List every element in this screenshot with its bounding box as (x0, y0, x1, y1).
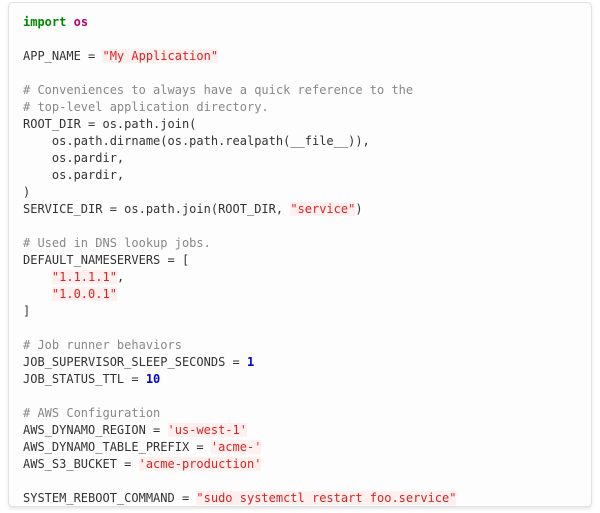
token-comment: # Job runner behaviors (23, 338, 182, 352)
code-line: # top-level application directory. (23, 99, 577, 116)
code-line: AWS_DYNAMO_REGION = 'us-west-1' (23, 422, 577, 439)
code-line: DEFAULT_NAMESERVERS = [ (23, 252, 577, 269)
token-plain: SERVICE_DIR = os.path.join(ROOT_DIR, (23, 202, 291, 216)
token-plain: ROOT_DIR = os.path.join( (23, 117, 197, 131)
token-plain: , (116, 270, 125, 284)
token-plain: os.pardir, (23, 168, 125, 182)
token-string: 'acme-' (210, 440, 262, 454)
token-plain: ) (355, 202, 363, 216)
code-line: ROOT_DIR = os.path.join( (23, 116, 577, 133)
token-plain (23, 287, 52, 301)
code-line: os.pardir, (23, 167, 577, 184)
code-line: JOB_STATUS_TTL = 10 (23, 371, 577, 388)
token-comment: # Used in DNS lookup jobs. (23, 236, 211, 250)
token-plain: os.path.dirname(os.path.realpath(__file_… (23, 134, 370, 148)
token-plain: ) (23, 185, 31, 199)
code-line (23, 320, 577, 337)
code-line: JOB_SUPERVISOR_SLEEP_SECONDS = 1 (23, 354, 577, 371)
code-line: "1.1.1.1", (23, 269, 577, 286)
code-line (23, 65, 577, 82)
token-namespace: os (73, 15, 89, 29)
token-string: "1.1.1.1" (51, 270, 117, 284)
code-line (23, 218, 577, 235)
token-string: "service" (290, 202, 356, 216)
code-line: AWS_S3_BUCKET = 'acme-production' (23, 456, 577, 473)
code-line: AWS_DYNAMO_TABLE_PREFIX = 'acme-' (23, 439, 577, 456)
token-plain: SYSTEM_REBOOT_COMMAND = (23, 491, 197, 505)
token-plain (23, 270, 52, 284)
code-line (23, 31, 577, 48)
token-string: 'acme-production' (138, 457, 262, 471)
token-number: 1 (246, 355, 255, 369)
code-line: # Conveniences to always have a quick re… (23, 82, 577, 99)
token-keyword: import (23, 15, 67, 29)
code-line: # Job runner behaviors (23, 337, 577, 354)
token-string: "sudo systemctl restart foo.service" (196, 491, 457, 505)
token-string: 'us-west-1' (167, 423, 247, 437)
code-line: ] (23, 303, 577, 320)
code-line: import os (23, 14, 577, 31)
token-comment: # top-level application directory. (23, 100, 269, 114)
token-string: "1.0.0.1" (51, 287, 117, 301)
code-line (23, 473, 577, 490)
token-comment: # AWS Configuration (23, 406, 161, 420)
token-plain: APP_NAME = (23, 49, 103, 63)
code-line (23, 388, 577, 405)
code-line: SERVICE_DIR = os.path.join(ROOT_DIR, "se… (23, 201, 577, 218)
token-plain: ] (23, 304, 31, 318)
token-string: "My Application" (102, 49, 219, 63)
code-line: os.path.dirname(os.path.realpath(__file_… (23, 133, 577, 150)
token-comment: # Conveniences to always have a quick re… (23, 83, 414, 97)
code-line: "1.0.0.1" (23, 286, 577, 303)
token-plain: AWS_DYNAMO_REGION = (23, 423, 168, 437)
token-plain: JOB_STATUS_TTL = (23, 372, 146, 386)
token-plain: JOB_SUPERVISOR_SLEEP_SECONDS = (23, 355, 247, 369)
code-line: # Used in DNS lookup jobs. (23, 235, 577, 252)
token-plain: os.pardir, (23, 151, 125, 165)
token-plain: AWS_DYNAMO_TABLE_PREFIX = (23, 440, 211, 454)
code-line: ) (23, 184, 577, 201)
code-line: os.pardir, (23, 150, 577, 167)
code-line: APP_NAME = "My Application" (23, 48, 577, 65)
token-plain (66, 15, 73, 29)
token-number: 10 (145, 372, 161, 386)
code-line: SYSTEM_REBOOT_COMMAND = "sudo systemctl … (23, 490, 577, 506)
code-line: # AWS Configuration (23, 405, 577, 422)
token-plain: DEFAULT_NAMESERVERS = [ (23, 253, 190, 267)
token-plain: AWS_S3_BUCKET = (23, 457, 139, 471)
